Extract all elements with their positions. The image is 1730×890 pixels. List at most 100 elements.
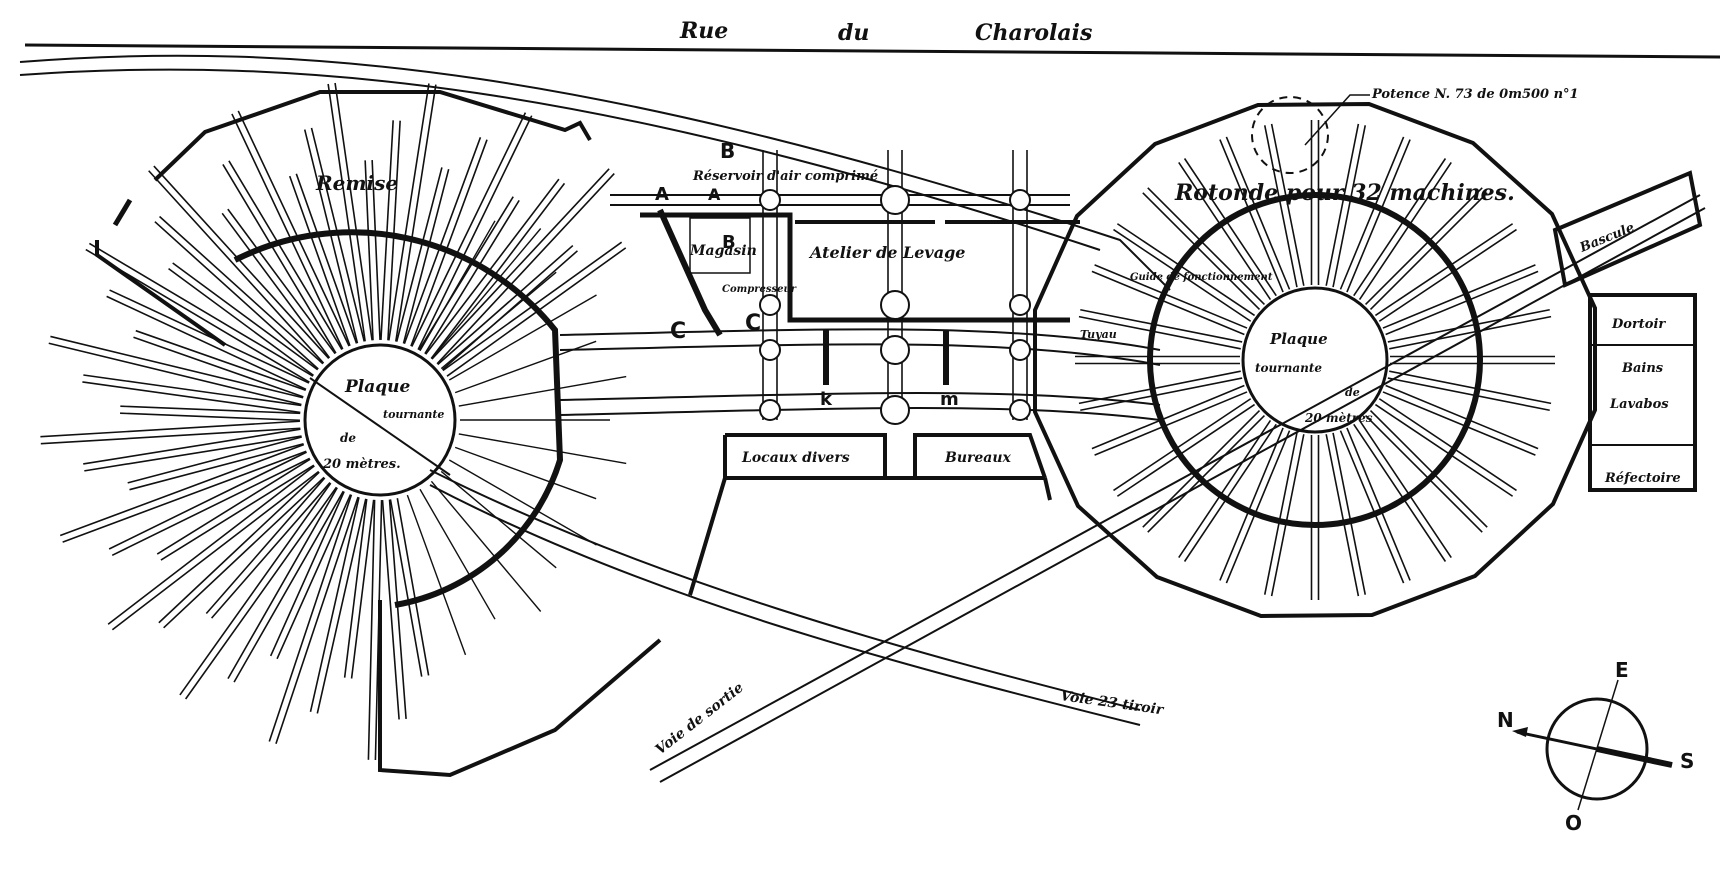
left-track-rail [309,497,360,713]
left-track-rail [440,271,557,370]
annex-room-dortoir: Dortoir [1611,317,1666,332]
left-track-rail [62,450,307,543]
potence-label: Potence N. 73 de 0m500 n°1 [1371,87,1579,102]
left-track-rail [303,129,359,344]
left-track-rail [160,464,315,561]
section-mark-b-bottom: B [722,232,736,253]
right-track-rail [1219,427,1284,581]
left-track-rail [387,120,401,341]
right-track-rail [1091,384,1245,450]
left-track-rail [109,289,310,384]
left-track-rail [419,488,496,620]
rotonde-label: Rotonde pour 32 machines. [1174,180,1515,206]
left-track-rail [275,496,359,744]
left-turntable [303,343,457,497]
left-track-rail [402,169,450,344]
right-track-rail [1078,315,1241,350]
left-track-rail [316,498,367,714]
right-track-rail [1147,187,1266,306]
compass-circle [1545,697,1649,801]
right-track-rail [1263,125,1298,288]
left-track-rail [172,262,319,371]
magasin-diagonal-wall [657,208,723,337]
left-track-rail [227,487,338,680]
right-track-rail [1178,419,1272,559]
left-track-rail [334,82,373,341]
left-track-rail [458,433,627,465]
track-crossing [880,290,910,320]
right-track-rail [1387,308,1550,343]
right-track-rail [1332,125,1367,288]
compass-rose: N E S O [1497,658,1694,835]
left-track-rail [133,336,304,398]
left-roundhouse-tracks [40,82,627,761]
left-track-rail [458,375,627,407]
right-track-rail [1389,315,1552,350]
section-mark-c-right: C [745,311,761,336]
right-track-rail [1369,192,1488,311]
right-track-rail [1378,228,1517,322]
left-track-rail [437,244,574,366]
right-track-rail [1387,377,1550,412]
left-track-rail [48,342,302,406]
track-crossing [759,189,781,211]
left-track-rail [50,335,304,399]
bureaux-label: Bureaux [944,450,1012,466]
right-track-rail [1325,123,1360,286]
left-track-rail [111,470,320,631]
left-track-rail [83,428,301,465]
left-track-rail [111,457,311,557]
right-track-rail [1147,414,1266,533]
center-track-s4 [559,407,1161,421]
section-mark-c-left: C [670,319,686,344]
right-track-rail [1374,403,1514,497]
right-track-rail [1091,270,1245,336]
left-track-rail [417,115,533,350]
center-track-s3 [559,392,1161,406]
right-track-rail [1364,187,1483,306]
left-track-rail [120,405,301,415]
remise-south-wall [378,600,662,778]
compass-eo-axis [1577,679,1619,811]
left-track-rail [425,178,560,355]
left-track-rail [154,221,319,370]
left-track-rail [430,182,566,359]
remise-north-wall [153,90,592,182]
right-track-rail [1346,139,1411,293]
left-track-rail [88,242,314,377]
compass-o: O [1565,811,1582,835]
right-track-rail [1382,264,1536,329]
left-track-rail [168,268,314,377]
left-track-rail [237,110,350,347]
left-track-rail [179,482,332,696]
pit-mark-m: m [940,389,959,410]
left-track-rail [210,482,331,619]
left-turntable-label-1: Plaque [344,377,411,397]
left-track-rail [205,477,326,615]
compass-s: S [1680,749,1694,773]
right-track-rail [1113,398,1252,492]
right-turntable-label-2: tournante [1255,361,1322,375]
left-track-rail [135,329,306,391]
left-turntable-label-2: tournante [383,408,444,421]
left-track-rail [395,167,443,342]
left-track-rail [403,137,482,345]
track-crossing [759,339,781,361]
right-track-rail [1225,430,1291,584]
left-track-rail [40,420,300,438]
left-track-rail [233,490,345,683]
pit-mark-k: k [820,389,833,410]
center-track-s2 [559,343,1161,366]
left-track-rail [107,465,315,625]
cross-tracks [759,150,1031,425]
left-turntable-bridge [309,377,451,476]
right-track-rail [1094,391,1248,456]
remise-label: Remise [315,171,398,195]
annex-building [1588,293,1697,492]
atelier-label: Atelier de Levage [808,243,965,262]
right-track-rail [1183,158,1277,297]
right-track-rail [1080,308,1243,343]
left-track-rail [156,458,311,555]
right-track-rail [1358,161,1452,301]
